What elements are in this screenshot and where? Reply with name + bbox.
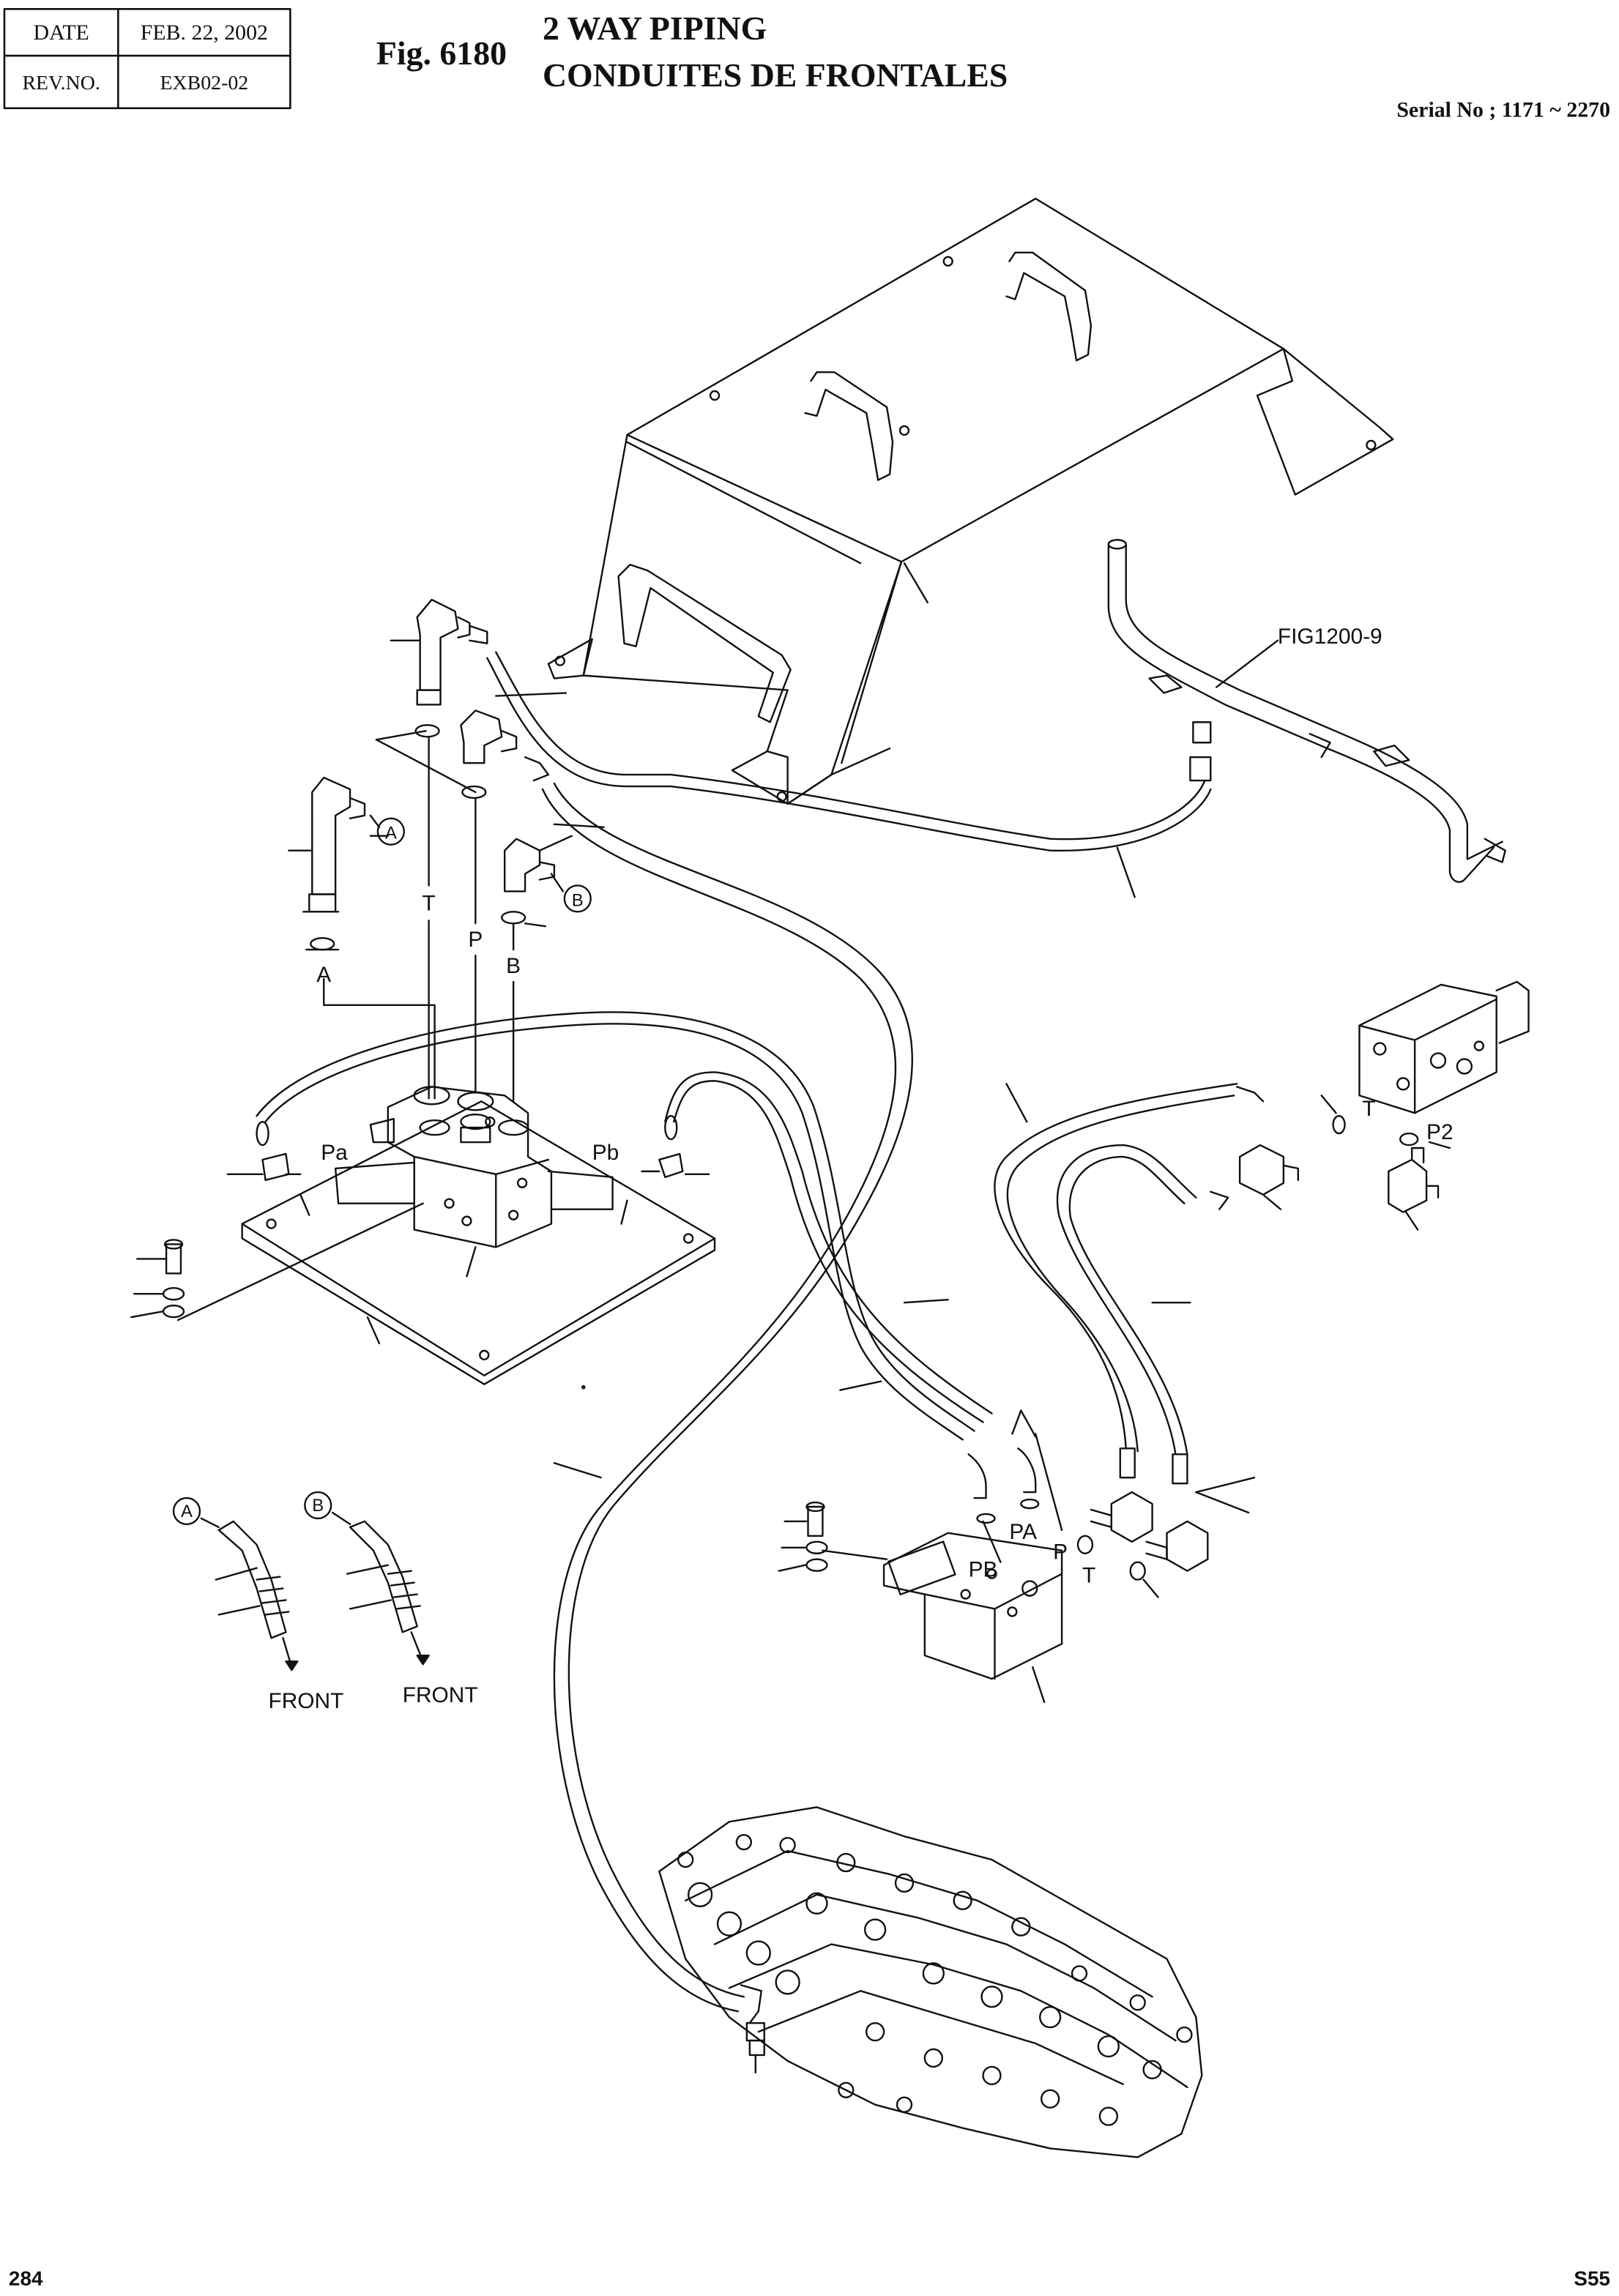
port-pb-label: Pb: [592, 1141, 619, 1165]
front-b-callout: B: [312, 1496, 324, 1516]
pedal-valve-assembly: [130, 1086, 716, 1385]
control-valve-bank: [658, 1806, 1203, 2158]
hose-lines: [256, 651, 1238, 2013]
model-code: S55: [1574, 2267, 1610, 2290]
port-t2-label: T: [1362, 1097, 1375, 1121]
shuttle-valve-block: [778, 1409, 1256, 1704]
cover-guard: [547, 198, 1394, 805]
port-b-label: B: [506, 954, 521, 978]
rev-value: EXB02-02: [160, 72, 248, 94]
port-a-label: A: [316, 963, 331, 987]
right-valve-block: [1210, 980, 1530, 1231]
port-t-label: T: [422, 891, 435, 915]
port-t3-label: T: [1082, 1564, 1095, 1588]
front-a-label: FRONT: [269, 1689, 344, 1713]
fig-reference-label: FIG1200-9: [1278, 625, 1382, 649]
port-pa2-label: PA: [1009, 1520, 1037, 1544]
title-french: CONDUITES DE FRONTALES: [543, 56, 1008, 94]
port-pb2-label: PB: [969, 1558, 998, 1582]
port-p3-label: P: [1053, 1540, 1068, 1565]
front-a-callout: A: [181, 1502, 193, 1521]
port-p2-label: P2: [1426, 1120, 1454, 1144]
port-pa-label: Pa: [321, 1141, 348, 1165]
port-p-label: P: [468, 928, 483, 952]
serial-range: Serial No ; 1171 ~ 2270: [1396, 98, 1610, 122]
date-value: FEB. 22, 2002: [141, 20, 268, 45]
callout-b-label: B: [572, 890, 584, 910]
title-english: 2 WAY PIPING: [543, 10, 767, 47]
upper-fittings: [288, 598, 592, 1103]
rev-label: REV.NO.: [22, 72, 100, 94]
figure-number: Fig. 6180: [376, 34, 507, 72]
header-table: [3, 8, 291, 110]
front-hose-fittings: [172, 1491, 424, 1669]
fig1200-9-pipe: [1107, 539, 1506, 883]
callout-a-label: A: [385, 824, 397, 843]
date-label: DATE: [34, 20, 89, 45]
page-number: 284: [9, 2267, 43, 2290]
front-b-label: FRONT: [403, 1683, 478, 1707]
